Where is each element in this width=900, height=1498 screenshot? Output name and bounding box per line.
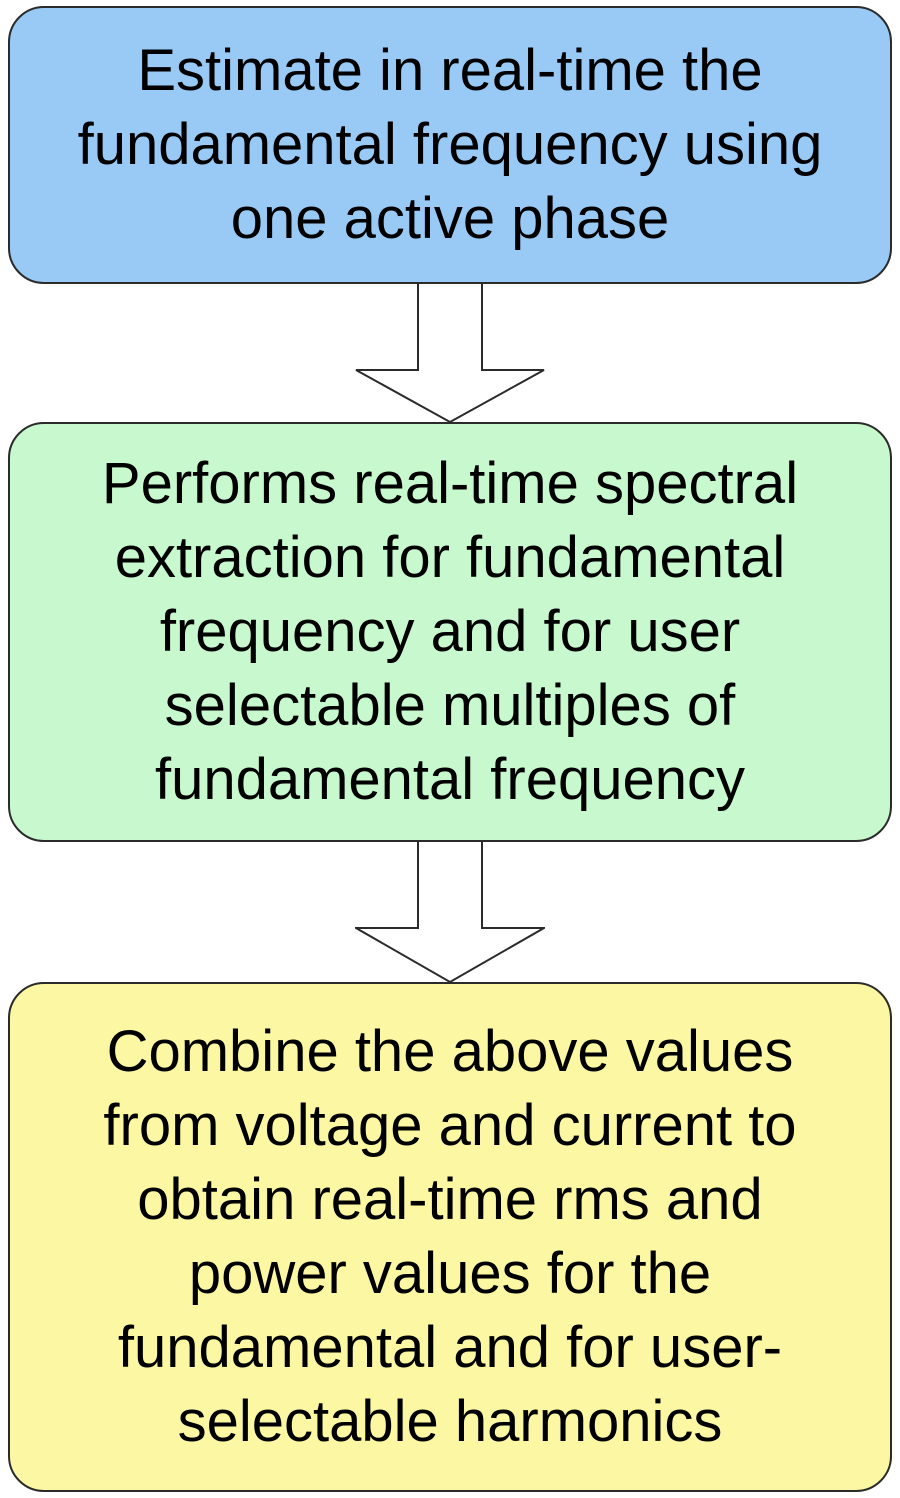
step-text-line: fundamental frequency (154, 747, 746, 812)
step-text-line: selectable harmonics (177, 1389, 723, 1454)
step-box-combine-values: Combine the above values from voltage an… (8, 982, 892, 1492)
step-text-line: extraction for fundamental (114, 525, 786, 590)
step-text-line: fundamental frequency using (77, 112, 823, 177)
step-text-line: Estimate in real-time the (137, 38, 763, 103)
down-arrow-icon (355, 840, 545, 984)
step-box-estimate-frequency: Estimate in real-time the fundamental fr… (8, 6, 892, 284)
step-box-spectral-extraction: Performs real-time spectral extraction f… (8, 422, 892, 842)
step-text-line: frequency and for user (159, 599, 741, 664)
step-text-line: obtain real-time rms and (137, 1167, 763, 1232)
step-text-line: one active phase (230, 186, 670, 251)
step-text: Combine the above values from voltage an… (103, 1015, 796, 1459)
step-text-line: fundamental and for user- (117, 1315, 783, 1380)
step-text-line: from voltage and current to (103, 1093, 797, 1158)
step-text-line: power values for the (188, 1241, 712, 1306)
step-text: Estimate in real-time the fundamental fr… (78, 34, 823, 256)
step-text-line: selectable multiples of (164, 673, 736, 738)
step-text: Performs real-time spectral extraction f… (102, 447, 798, 817)
down-arrow-icon (355, 282, 545, 424)
step-text-line: Performs real-time spectral (101, 451, 799, 516)
step-text-line: Combine the above values (106, 1019, 794, 1084)
